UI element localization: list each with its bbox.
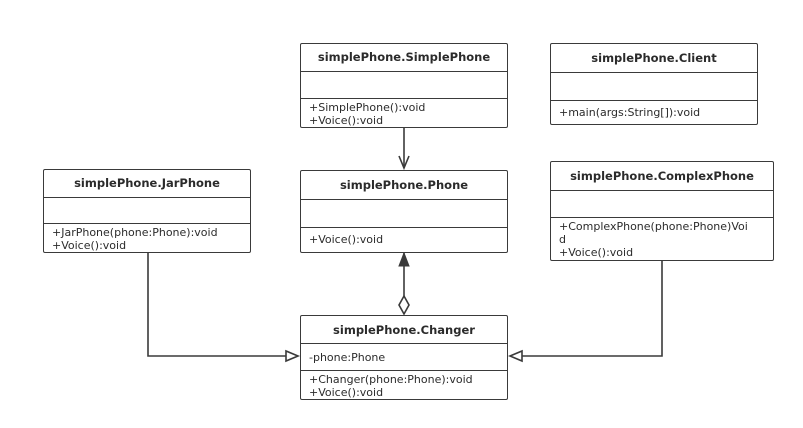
class-name: simplePhone.Phone: [301, 171, 507, 200]
class-operations: +JarPhone(phone:Phone):void +Voice():voi…: [44, 224, 250, 252]
class-operations: +Voice():void: [301, 228, 507, 246]
class-client[interactable]: simplePhone.Client +main(args:String[]):…: [550, 43, 758, 125]
operation: +Voice():void: [309, 233, 384, 246]
class-complexphone[interactable]: simplePhone.ComplexPhone +ComplexPhone(p…: [550, 161, 774, 261]
class-simplephone[interactable]: simplePhone.SimplePhone +SimplePhone():v…: [300, 43, 508, 128]
class-name: simplePhone.Client: [551, 44, 757, 73]
relation-changer-phone: [398, 251, 410, 316]
class-attributes: -phone:Phone: [301, 344, 507, 371]
class-phone[interactable]: simplePhone.Phone +Voice():void: [300, 170, 508, 253]
operation: +Voice():void: [559, 246, 634, 259]
operation: +JarPhone(phone:Phone):void: [52, 226, 218, 239]
class-attributes: [301, 72, 507, 99]
operation: +main(args:String[]):void: [559, 106, 701, 119]
class-attributes: [44, 198, 250, 224]
operation: +Voice():void: [52, 239, 127, 252]
class-attributes: [551, 73, 757, 101]
relation-complexphone-changer: [507, 261, 663, 363]
operation: +ComplexPhone(phone:Phone)Voi: [559, 220, 748, 233]
operation: +Changer(phone:Phone):void: [309, 373, 473, 386]
relation-jarphone-changer: [147, 253, 301, 363]
class-name: simplePhone.ComplexPhone: [551, 162, 773, 191]
operation: d: [559, 233, 566, 246]
class-operations: +Changer(phone:Phone):void +Voice():void: [301, 371, 507, 399]
operation: +Voice():void: [309, 386, 384, 399]
class-attributes: [301, 200, 507, 228]
operation: +SimplePhone():void: [309, 101, 426, 114]
relation-simplephone-phone: [398, 128, 410, 171]
class-jarphone[interactable]: simplePhone.JarPhone +JarPhone(phone:Pho…: [43, 169, 251, 253]
operation: +Voice():void: [309, 114, 384, 127]
class-operations: +main(args:String[]):void: [551, 101, 757, 119]
class-operations: +ComplexPhone(phone:Phone)Voi d +Voice()…: [551, 218, 773, 259]
class-attributes: [551, 191, 773, 218]
attribute: -phone:Phone: [309, 350, 386, 364]
class-name: simplePhone.Changer: [301, 316, 507, 345]
class-operations: +SimplePhone():void +Voice():void: [301, 99, 507, 127]
class-name: simplePhone.JarPhone: [44, 170, 250, 198]
class-changer[interactable]: simplePhone.Changer -phone:Phone +Change…: [300, 315, 508, 400]
class-name: simplePhone.SimplePhone: [301, 44, 507, 72]
